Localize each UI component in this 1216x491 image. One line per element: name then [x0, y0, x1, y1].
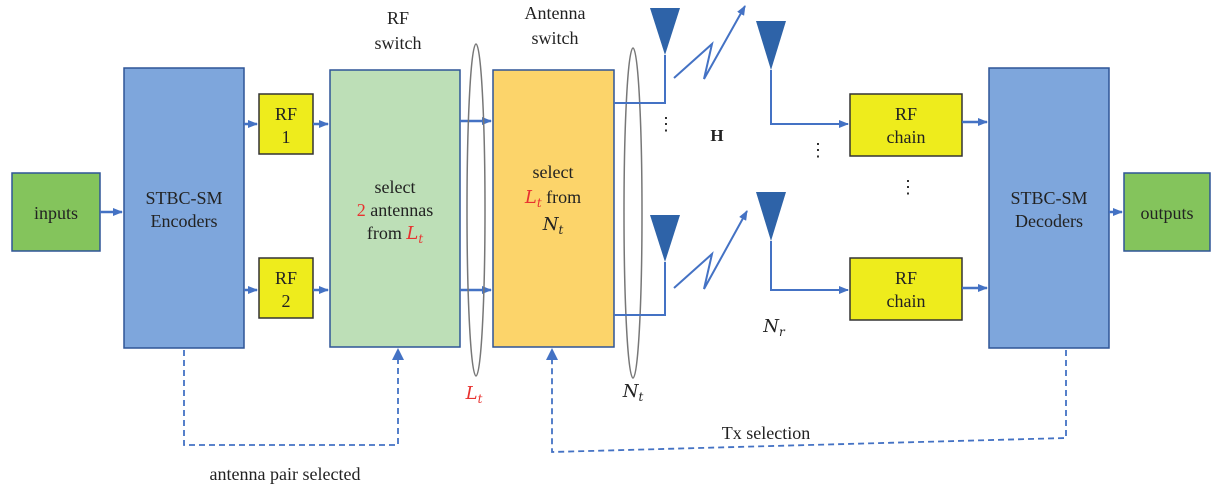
stbc-sm-decoder-block: STBC-SM Decoders [988, 67, 1110, 349]
antenna-pair-feedback-arrowhead [392, 348, 404, 360]
antenna-switch-title-line2: switch [532, 28, 579, 48]
rf-switch-text-line2: 2 antennas [357, 200, 433, 220]
rf-switch-number: 2 [357, 200, 366, 220]
outputs-label: outputs [1140, 203, 1193, 223]
antenna-switch-text-line3: Nt [542, 214, 564, 237]
rx-antenna1-feed [770, 70, 849, 128]
rx-vdots-1: ⋮ [809, 140, 827, 160]
rf-switch-lt-subscript: t [418, 232, 423, 246]
rf-chain-1-line2: chain [887, 127, 926, 147]
rf-switch-text-line1: select [375, 177, 416, 197]
antenna-switch-text-line1: select [533, 162, 574, 182]
rf-switch-title-line1: RF [387, 8, 409, 28]
inputs-label: inputs [34, 203, 78, 223]
lt-bundle-ellipse [466, 43, 486, 377]
rf1-label-line2: 1 [282, 127, 291, 147]
antenna-pair-feedback-line [183, 350, 399, 446]
rf1-block: RF 1 [258, 93, 314, 155]
antenna-triangle-icon [756, 192, 786, 241]
antenna-pair-selected-label: antenna pair selected [210, 464, 361, 484]
tx-antenna1-feed [614, 55, 666, 104]
antenna-switch-block: select Lt from Nt [492, 69, 615, 348]
tx-selection-feedback-line [551, 350, 1067, 453]
rf-switch-from-text: from [367, 223, 407, 243]
inputs-block: inputs [11, 172, 101, 252]
rf-chain-1-block: RF chain [849, 93, 963, 157]
rf-switch-text-line3: from Lt [367, 223, 423, 246]
decoder-label-line1: STBC-SM [1010, 188, 1087, 208]
rf2-label-line1: RF [275, 268, 297, 288]
nt-label: Nt [622, 381, 644, 404]
rf-chain-2-line1: RF [895, 268, 917, 288]
rf1-label-line1: RF [275, 104, 297, 124]
antenna-triangle-icon [756, 21, 786, 70]
rx-vdots-2: ⋮ [899, 177, 917, 197]
rf-switch-title-line2: switch [375, 33, 422, 53]
rf2-label-line2: 2 [282, 291, 291, 311]
channel-matrix-label: H [710, 126, 723, 145]
rf-chain-2-block: RF chain [849, 257, 963, 321]
encoder-label-line1: STBC-SM [145, 188, 222, 208]
encoder-label-line2: Encoders [151, 211, 218, 231]
tx-selection-label: Tx selection [722, 423, 810, 443]
nt-bundle-ellipse [623, 47, 643, 379]
outputs-block: outputs [1123, 172, 1211, 252]
rf-chain-1-line1: RF [895, 104, 917, 124]
antenna-triangle-icon [650, 215, 680, 262]
rf-switch-antennas-text: antennas [366, 200, 433, 220]
stbc-sm-encoder-block: STBC-SM Encoders [123, 67, 245, 349]
lightning-arrow-icon [673, 5, 746, 80]
decoder-label-line2: Decoders [1015, 211, 1083, 231]
nr-label: Nr [762, 316, 786, 339]
tx-vdots: ⋮ [657, 114, 675, 134]
rf-switch-block: select 2 antennas from Lt [329, 69, 461, 348]
antenna-triangle-icon [650, 8, 680, 55]
lt-label: Lt [465, 383, 483, 406]
tx-antenna2-feed [614, 262, 666, 316]
rx-antenna2-feed [770, 241, 849, 294]
antenna-switch-title-line1: Antenna [525, 3, 586, 23]
rf2-block: RF 2 [258, 257, 314, 319]
antenna-switch-text-line2: Lt from [524, 187, 581, 210]
lightning-arrow-icon [673, 210, 748, 290]
tx-selection-feedback-arrowhead [546, 348, 558, 360]
rf-switch-lt-symbol: L [405, 223, 418, 244]
rf-chain-2-line2: chain [887, 291, 926, 311]
